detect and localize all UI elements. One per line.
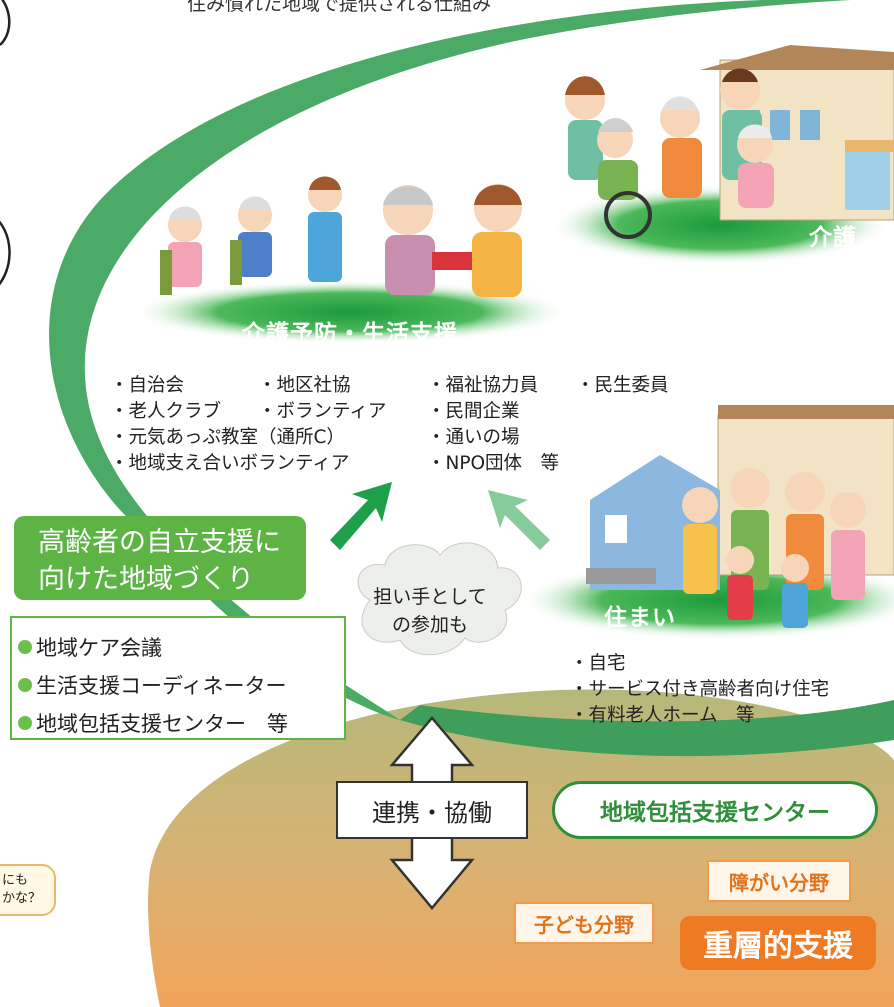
cooperation-box: 連携・協働 xyxy=(336,781,528,839)
bullet-icon xyxy=(18,716,32,730)
list-item: ・自宅 xyxy=(570,653,626,674)
list-item: ・地区社協 xyxy=(258,375,351,396)
disability-tag: 障がい分野 xyxy=(707,860,851,902)
left-edge-1 xyxy=(0,0,11,46)
center-pill: 地域包括支援センター xyxy=(552,781,878,839)
list-item: 地域包括支援センター 等 xyxy=(18,704,344,742)
bullet-icon xyxy=(18,678,32,692)
list-item: ・通いの場 xyxy=(427,427,520,448)
prevention-list-col4: ・民生委員 xyxy=(576,373,669,399)
housing-illustration xyxy=(586,405,894,628)
prevention-list-col3: ・福祉協力員 ・民間企業 ・通いの場 ・NPO団体 等 xyxy=(427,373,559,477)
list-item: ・ボランティア xyxy=(258,401,387,422)
list-item: ・福祉協力員 xyxy=(427,375,539,396)
top-caption: 住み慣れた地域で提供される仕組み xyxy=(187,0,492,15)
left-edge-2 xyxy=(0,220,11,286)
list-item: ・民間企業 xyxy=(427,401,520,422)
prevention-people-illustration xyxy=(160,176,522,297)
community-title-box: 高齢者の自立支援に 向けた地域づくり xyxy=(14,516,306,600)
side-speech-bubble: にも かな？ xyxy=(0,864,56,916)
prevention-label: 介護予防・生活支援 xyxy=(242,321,458,347)
list-item: ・老人クラブ xyxy=(110,401,222,422)
cloud-text: 担い手として の参加も xyxy=(373,586,487,636)
care-people-illustration xyxy=(565,68,774,239)
list-item: 生活支援コーディネーター xyxy=(18,666,344,704)
community-items-box: 地域ケア会議 生活支援コーディネーター 地域包括支援センター 等 xyxy=(10,616,346,740)
community-title-line2: 向けた地域づくり xyxy=(38,564,254,595)
list-item: ・地域支え合いボランティア xyxy=(110,453,350,474)
arc-inner-edge xyxy=(400,700,894,757)
prevention-ground xyxy=(130,280,570,344)
layered-support-tag: 重層的支援 xyxy=(680,916,876,970)
list-item: ・サービス付き高齢者向け住宅 xyxy=(570,679,830,700)
list-item: ・NPO団体 等 xyxy=(427,453,560,474)
children-tag: 子ども分野 xyxy=(514,902,654,944)
arrow-up-left xyxy=(488,490,550,550)
community-title-line1: 高齢者の自立支援に xyxy=(38,527,281,558)
list-item: ・有料老人ホーム 等 xyxy=(570,705,755,726)
list-item: ・自治会 xyxy=(110,375,185,396)
housing-label: 住まい xyxy=(604,605,676,631)
cloud-shape xyxy=(357,542,522,656)
bullet-icon xyxy=(18,640,32,654)
prevention-list-col1: ・自治会 ・老人クラブ ・元気あっぷ教室（通所C） ・地域支え合いボランティア xyxy=(110,373,349,477)
list-item: ・元気あっぷ教室（通所C） xyxy=(110,427,345,448)
care-label: 介護 xyxy=(809,225,857,251)
prevention-list-col2: ・地区社協 ・ボランティア xyxy=(258,373,386,425)
arrow-up-right xyxy=(330,482,392,550)
housing-list: ・自宅 ・サービス付き高齢者向け住宅 ・有料老人ホーム 等 xyxy=(570,651,829,729)
list-item: ・民生委員 xyxy=(576,375,669,396)
list-item: 地域ケア会議 xyxy=(18,628,344,666)
